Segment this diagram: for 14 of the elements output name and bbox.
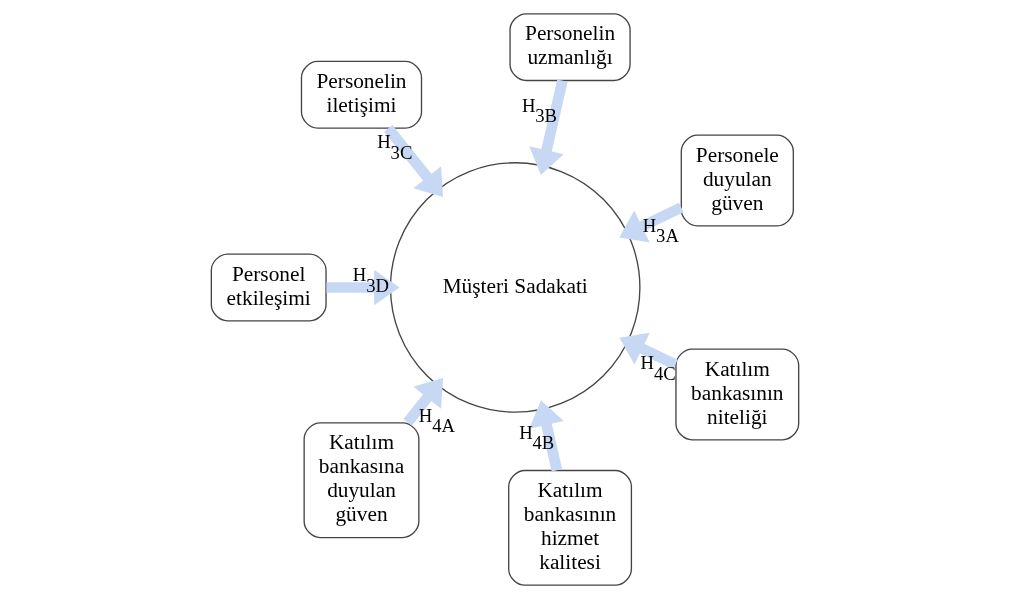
arrow (402, 378, 443, 426)
node-box: Personele duyulan güven (680, 134, 794, 227)
node-box: Katılım bankasına duyulan güven (303, 422, 419, 539)
arrow (618, 332, 678, 370)
arrow (528, 400, 564, 472)
node-box: Personelin iletişimi (300, 60, 422, 129)
node-box: Personel etkileşimi (210, 253, 327, 322)
arrow (383, 125, 443, 197)
node-box: Personelin uzmanlığı (508, 13, 631, 82)
node-box: Katılım bankasının hizmet kalitesi (507, 469, 632, 586)
arrow (528, 79, 568, 175)
arrow (326, 269, 399, 306)
arrow (618, 202, 684, 243)
node-box: Katılım bankasının niteliği (674, 348, 799, 441)
